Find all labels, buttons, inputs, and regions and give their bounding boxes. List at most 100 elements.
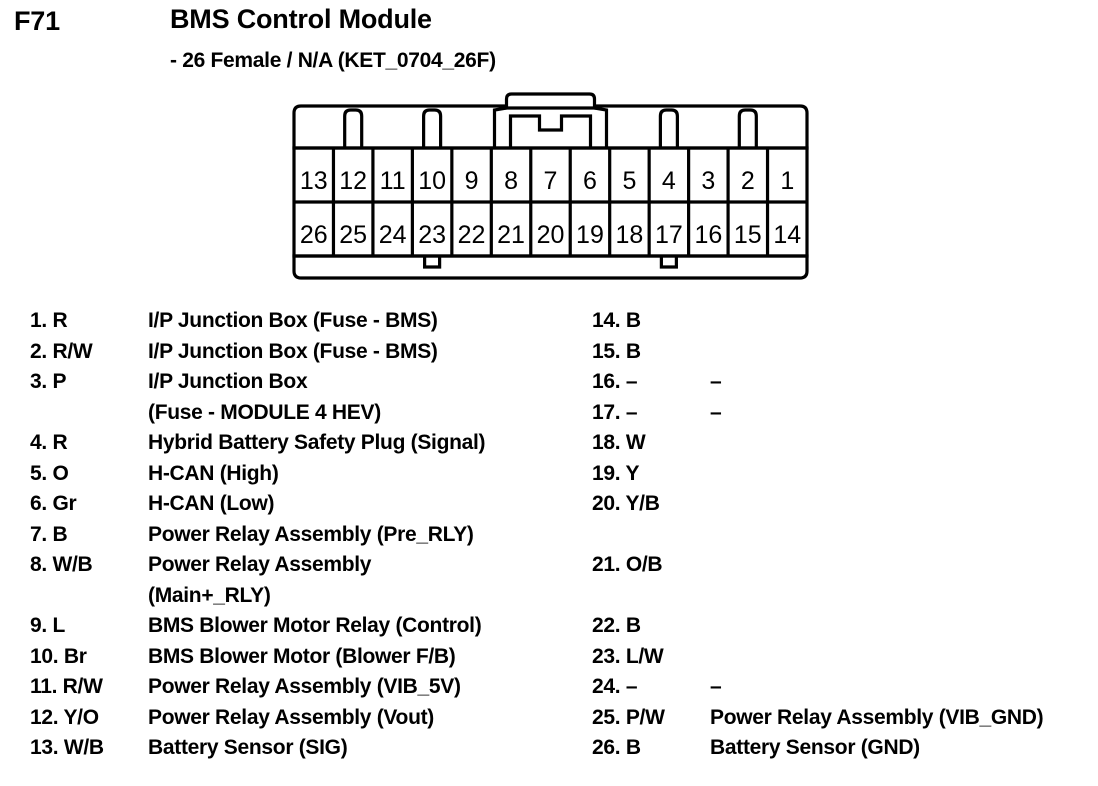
pin-number-color: 15. B — [592, 339, 641, 363]
pin-entry-right: 24. – – — [580, 672, 1098, 703]
pin-description: Power Relay Assembly (Pre_RLY) — [148, 522, 474, 546]
pin-number-color: 14. B — [592, 309, 641, 332]
pin-number-color: 16. – — [592, 370, 638, 393]
pin-description: I/P Junction Box (Fuse - BMS) — [148, 309, 438, 332]
header: F71 BMS Control Module - 26 Female / N/A… — [0, 0, 1098, 90]
pinout-row: 8. W/B Power Relay Assembly 21. O/B — [0, 550, 1098, 581]
pin-description: – — [710, 675, 722, 698]
pin-number-color: 8. W/B — [30, 553, 93, 576]
pinout-row: 2. R/W I/P Junction Box (Fuse - BMS) 15. B — [0, 337, 1098, 368]
pin-number-color: 13. W/B — [30, 736, 104, 759]
pin-label-bottom: 19 — [576, 221, 604, 249]
pin-label-bottom: 23 — [418, 221, 446, 249]
pin-number-color: 10. Br — [30, 644, 87, 668]
pin-description: – — [710, 400, 722, 424]
pin-label-top: 7 — [544, 167, 558, 195]
pin-description: Power Relay Assembly — [148, 553, 372, 576]
pin-number-color: 3. P — [30, 370, 67, 393]
pin-number-color: 7. B — [30, 522, 68, 546]
pin-number-color: 24. – — [592, 675, 638, 698]
pin-label-bottom: 21 — [497, 221, 525, 249]
pin-label-top: 11 — [380, 167, 406, 195]
pin-description: H-CAN (Low) — [148, 492, 275, 515]
pin-description: Power Relay Assembly (VIB_GND) — [710, 705, 1044, 729]
pin-label-bottom: 14 — [773, 221, 801, 249]
pin-description: – — [710, 370, 722, 393]
pin-entry-left: 2. R/W I/P Junction Box (Fuse - BMS) — [0, 337, 580, 368]
pin-entry-right: 22. B — [580, 611, 1098, 642]
pinout-row: 10. Br BMS Blower Motor (Blower F/B) 23. L… — [0, 642, 1098, 673]
pin-description: Power Relay Assembly (VIB_5V) — [148, 675, 461, 698]
pinout-row: 12. Y/O Power Relay Assembly (Vout) 25. P/… — [0, 703, 1098, 734]
pin-number-color: 20. Y/B — [592, 492, 660, 515]
pin-label-bottom: 22 — [458, 221, 486, 249]
pin-description: Battery Sensor (GND) — [710, 736, 920, 759]
pin-description: (Main+_RLY) — [148, 583, 271, 607]
pin-number-color: 18. W — [592, 431, 646, 454]
pin-label-top: 12 — [339, 167, 367, 195]
pinout-row: 7. B Power Relay Assembly (Pre_RLY) — [0, 520, 1098, 551]
pin-number-color: 19. Y — [592, 461, 640, 485]
pin-description: (Fuse - MODULE 4 HEV) — [148, 400, 381, 424]
pin-description: BMS Blower Motor (Blower F/B) — [148, 644, 456, 668]
pin-label-top: 6 — [583, 167, 597, 195]
pin-number-color: 11. R/W — [30, 675, 103, 698]
pin-entry-right: 19. Y — [580, 459, 1098, 490]
page-title: BMS Control Module — [170, 4, 432, 34]
pin-label-bottom: 15 — [734, 221, 762, 249]
pin-entry-right: 20. Y/B — [580, 489, 1098, 520]
pin-label-top: 4 — [662, 167, 676, 195]
pin-entry-left: 1. R I/P Junction Box (Fuse - BMS) — [0, 306, 580, 337]
pin-description: Battery Sensor (SIG) — [148, 736, 348, 759]
pin-description: H-CAN (High) — [148, 461, 279, 485]
pin-number-color: 4. R — [30, 431, 68, 454]
pin-entry-right: 15. B — [580, 337, 1098, 368]
pin-label-top: 5 — [622, 167, 636, 195]
pin-entry-right: 16. – – — [580, 367, 1098, 398]
pin-number-color: 2. R/W — [30, 339, 93, 363]
pin-number-color: 5. O — [30, 461, 69, 485]
pin-entry-right: 21. O/B — [580, 550, 1098, 581]
pin-entry-left: 12. Y/O Power Relay Assembly (Vout) — [0, 703, 580, 734]
pin-entry-right: 17. – – — [580, 398, 1098, 429]
pin-label-top: 8 — [504, 167, 518, 195]
pin-entry-left: 7. B Power Relay Assembly (Pre_RLY) — [0, 520, 580, 551]
pin-description: Power Relay Assembly (Vout) — [148, 705, 434, 729]
pin-entry-right — [580, 520, 1098, 551]
pin-number-color: 17. – — [592, 400, 638, 424]
pin-entry-left: 13. W/B Battery Sensor (SIG) — [0, 733, 580, 764]
pin-entry-left: (Main+_RLY) — [0, 581, 580, 612]
pin-label-bottom: 17 — [655, 221, 683, 249]
pin-description: I/P Junction Box (Fuse - BMS) — [148, 339, 438, 363]
pin-number-color: 22. B — [592, 614, 641, 637]
pin-entry-right: 18. W — [580, 428, 1098, 459]
pin-entry-left: 11. R/W Power Relay Assembly (VIB_5V) — [0, 672, 580, 703]
pin-label-top: 10 — [418, 167, 446, 195]
pin-label-bottom: 26 — [300, 221, 328, 249]
pin-number-color: 21. O/B — [592, 553, 663, 576]
pin-label-top: 2 — [741, 167, 755, 195]
pin-label-bottom: 24 — [379, 221, 407, 249]
pin-label-top: 13 — [300, 167, 328, 195]
pin-entry-left: 5. O H-CAN (High) — [0, 459, 580, 490]
pin-number-color: 23. L/W — [592, 644, 664, 668]
pin-label-top: 3 — [701, 167, 715, 195]
pin-number-color: 12. Y/O — [30, 705, 99, 729]
pin-number-color: 9. L — [30, 614, 65, 637]
pinout-row: 1. R I/P Junction Box (Fuse - BMS) 14. B — [0, 306, 1098, 337]
pin-entry-left: 10. Br BMS Blower Motor (Blower F/B) — [0, 642, 580, 673]
connector-code: F71 — [14, 6, 60, 36]
pinout-row: (Fuse - MODULE 4 HEV) 17. – – — [0, 398, 1098, 429]
pin-entry-left: 8. W/B Power Relay Assembly — [0, 550, 580, 581]
pin-label-top: 9 — [465, 167, 479, 195]
pin-number-color: 1. R — [30, 309, 68, 332]
